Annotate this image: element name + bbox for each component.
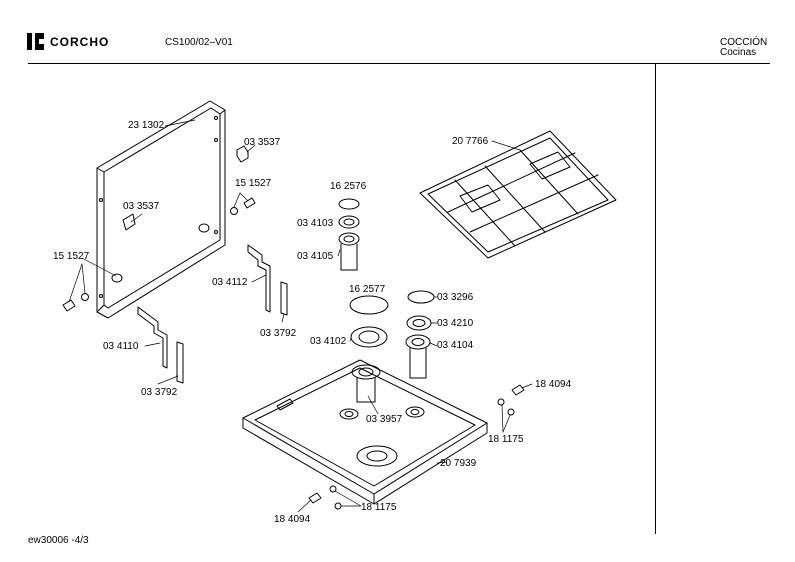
washer-181175-bottom [329,485,337,493]
clip-033537 [236,145,249,163]
label-034110: 03 4110 [103,341,139,352]
screw-151527-left [62,299,76,312]
ring-034210 [406,315,432,331]
washer-181175-right [497,398,505,406]
screw-184094-bottom [308,492,322,504]
label-151527-b: 15 1527 [53,251,90,262]
corcho-logo-icon [27,33,44,50]
label-033537-a: 03 3537 [244,137,281,148]
category-title: COCCIÓN [720,37,768,48]
screw-184094-right [511,384,525,396]
label-033957: 03 3957 [366,414,403,425]
washer-151527 [230,207,238,215]
cap-033296 [407,290,435,304]
pan-support-grate [419,130,617,259]
screw-151527 [243,197,256,209]
model-code: CS100/02–V01 [165,37,233,48]
washer-151527-left [81,293,89,301]
cooktop-tray [242,359,488,505]
back-panel [96,100,226,319]
bracket-034112 [247,244,271,313]
burner-034105 [338,232,360,246]
burner-033957 [351,364,381,380]
strip-033792-lower [176,341,184,384]
label-034210: 03 4210 [437,318,474,329]
brand-logo: CORCHO [27,33,109,50]
cap-162576 [338,198,360,210]
ring-034102 [350,326,388,348]
label-162577: 16 2577 [349,284,386,295]
label-034104: 03 4104 [437,340,474,351]
burner-034104 [405,334,431,350]
label-181175-b: 18 1175 [361,502,397,513]
label-151527-a: 15 1527 [235,178,272,189]
column-divider [655,64,656,534]
label-162576: 16 2576 [330,181,367,192]
cap-162577 [349,295,389,315]
strip-033792 [280,281,288,316]
label-033537-b: 03 3537 [123,201,160,212]
label-034112: 03 4112 [212,277,248,288]
label-184094-b: 18 4094 [274,514,311,525]
label-207766: 20 7766 [452,136,489,147]
header-rule [28,63,770,64]
label-184094-a: 18 4094 [535,379,572,390]
label-207939: 20 7939 [440,458,477,469]
label-033792-a: 03 3792 [260,328,297,339]
category-subtitle: Cocinas [720,47,757,58]
label-034103: 03 4103 [297,218,334,229]
label-033792-b: 03 3792 [141,387,178,398]
label-034105: 03 4105 [297,251,334,262]
label-231302: 23 1302 [128,120,165,131]
label-033296: 03 3296 [437,292,474,303]
ring-034103 [338,215,360,229]
label-034102: 03 4102 [310,336,347,347]
brand-name: CORCHO [50,34,110,49]
page-reference: ew30006 -4/3 [28,535,89,546]
label-181175-a: 18 1175 [488,434,524,445]
bracket-034110 [137,306,168,369]
